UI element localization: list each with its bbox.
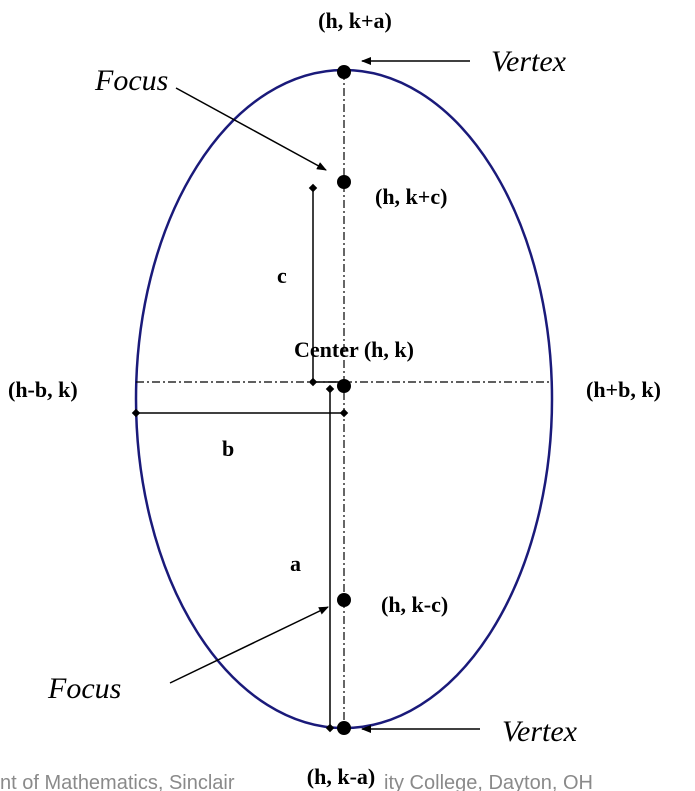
focus-bottom-callout: Focus [47, 672, 121, 705]
top-vertex-point [337, 65, 351, 79]
c-segment-top-tick [308, 183, 318, 193]
top-focus-point [337, 175, 351, 189]
left-co-vertex-label: (h-b, k) [8, 377, 78, 402]
top-focus-label: (h, k+c) [375, 184, 447, 209]
focus-top-arrow [175, 87, 327, 171]
bottom-focus-label: (h, k-c) [381, 592, 448, 617]
vertex-bottom-callout: Vertex [502, 715, 578, 748]
bottom-focus-point [337, 593, 351, 607]
top-vertex-label: (h, k+a) [318, 8, 392, 33]
bottom-vertex-point [337, 721, 351, 735]
b-label: b [222, 436, 234, 461]
footer-left-text: nt of Mathematics, Sinclair [0, 772, 235, 791]
focus-top-callout: Focus [94, 64, 168, 97]
c-label: c [277, 263, 287, 288]
a-segment-bottom-tick [325, 723, 335, 733]
vertex-top-callout: Vertex [491, 45, 567, 78]
footer-right-text: ity College, Dayton, OH [384, 772, 593, 791]
a-label: a [290, 551, 301, 576]
b-segment-right-tick [339, 408, 349, 418]
a-segment-top-tick [325, 384, 335, 394]
b-segment-left-tick [131, 408, 141, 418]
bottom-vertex-label: (h, k-a) [307, 764, 375, 789]
center-point [337, 379, 351, 393]
center-label: Center (h, k) [294, 337, 414, 362]
right-co-vertex-label: (h+b, k) [586, 377, 661, 402]
focus-bottom-arrow [169, 606, 329, 684]
